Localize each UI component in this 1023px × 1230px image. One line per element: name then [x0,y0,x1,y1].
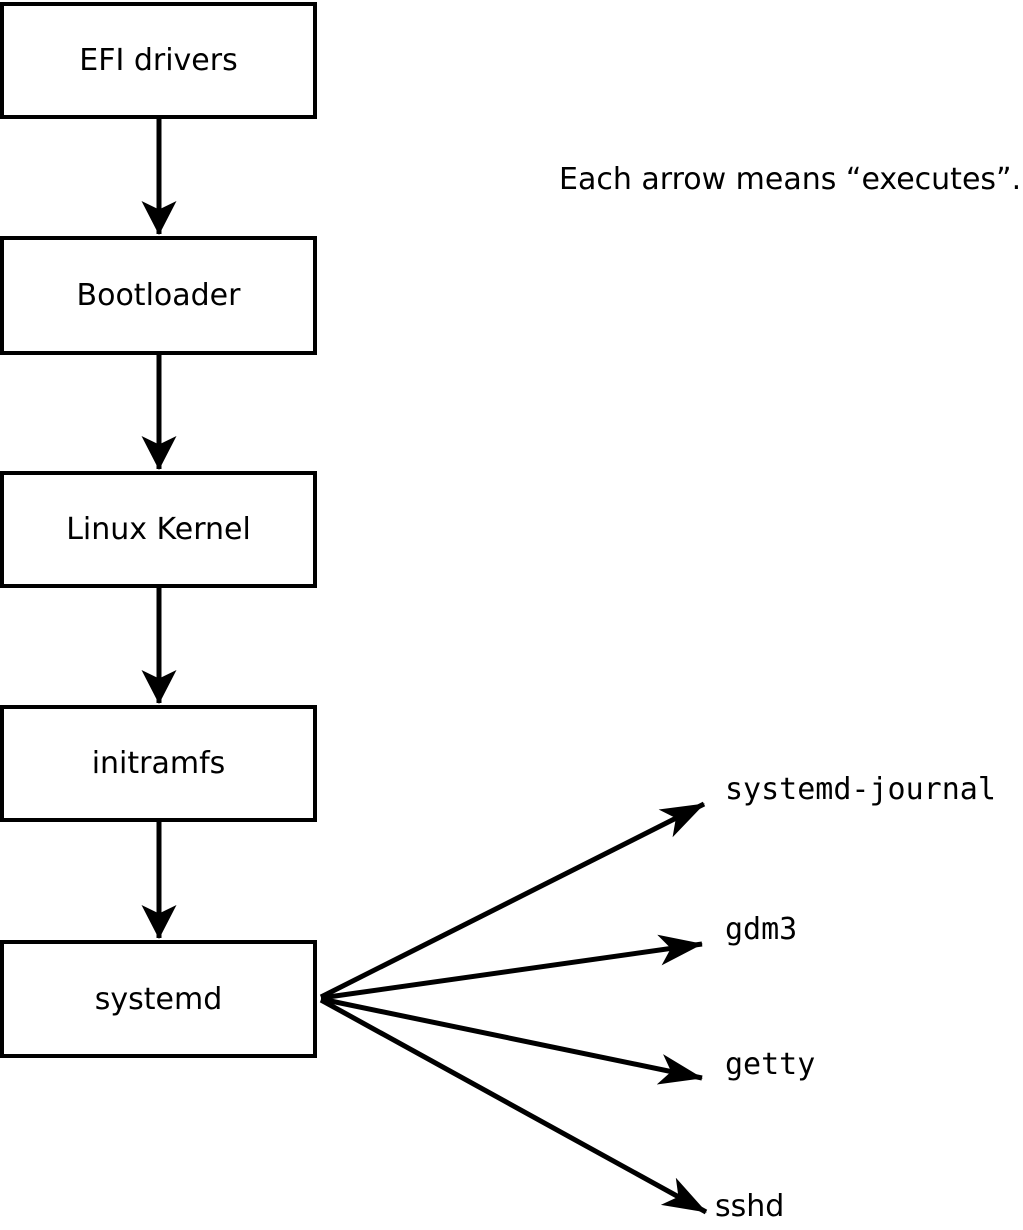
node-linux-kernel: Linux Kernel [0,471,317,588]
target-label-systemd-journal: systemd-journal [725,772,996,807]
node-efi-drivers: EFI drivers [0,2,317,119]
target-label-sshd: sshd [715,1189,785,1224]
node-initramfs: initramfs [0,705,317,822]
target-label-getty: getty [725,1047,816,1082]
executes-arrow-systemd-to-gdm3 [320,934,703,1001]
node-efi-drivers-label: EFI drivers [79,43,238,78]
node-bootloader-label: Bootloader [76,278,241,313]
node-initramfs-label: initramfs [91,746,226,781]
node-bootloader: Bootloader [0,236,317,355]
executes-arrow-systemd-to-journal [319,801,706,1000]
node-systemd-label: systemd [94,981,223,1017]
executes-arrow-systemd-to-sshd [319,997,708,1215]
executes-arrow-systemd-to-getty [320,996,703,1085]
node-systemd: systemd [0,940,317,1058]
legend-note: Each arrow means “executes”. [559,162,1022,197]
target-label-gdm3: gdm3 [725,912,798,947]
node-linux-kernel-label: Linux Kernel [66,512,251,547]
